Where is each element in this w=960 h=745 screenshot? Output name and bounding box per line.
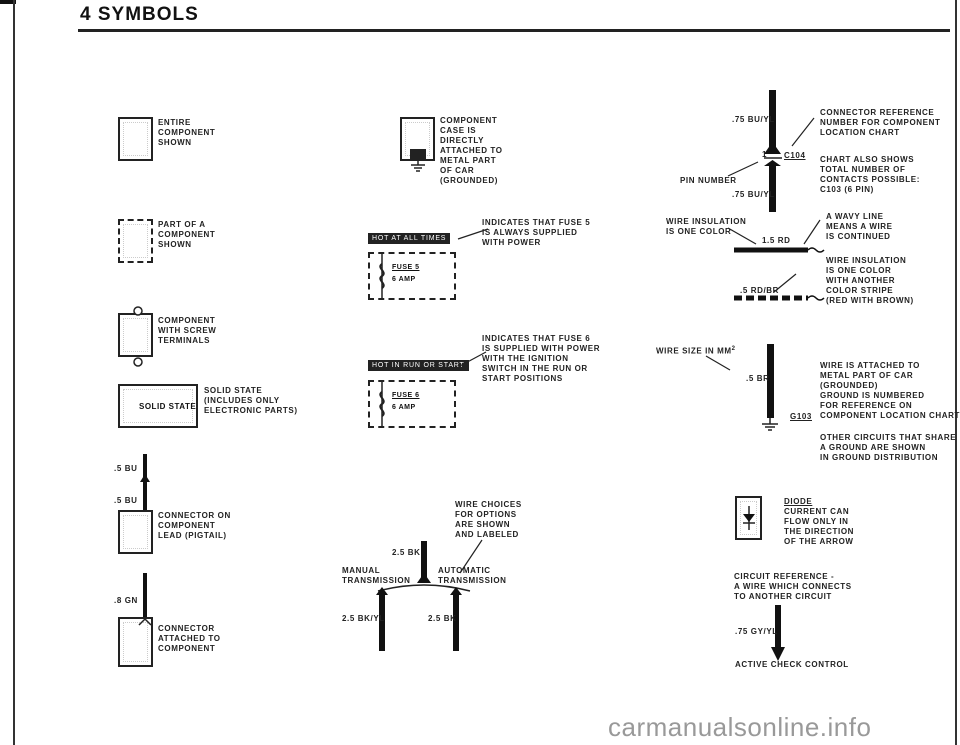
connector-ref-wire-top-label: .75 BU/YL <box>732 115 775 124</box>
fuse5-icon <box>379 252 385 300</box>
entire-component-symbol <box>118 117 153 161</box>
page-title: 4 SYMBOLS <box>80 4 199 25</box>
screw-terminal-icon <box>133 306 143 367</box>
fuse5-label: FUSE 5 <box>392 264 420 271</box>
circuit-ref-wire-label: .75 GY/YL <box>735 627 778 636</box>
connector-chevron-icon <box>138 617 152 626</box>
connector-id-c104: C104 <box>784 151 806 160</box>
pin-number-value: 1 <box>762 150 768 159</box>
pigtail-wire-top-label: .5 BU <box>114 464 138 473</box>
page-right-border <box>955 0 957 745</box>
fuse6-rating: 6 AMP <box>392 404 416 411</box>
wire-insulation-diagram <box>727 219 825 301</box>
pin-number-label: PIN NUMBER <box>680 176 737 185</box>
circuit-ref-desc: CIRCUIT REFERENCE -A WIRE WHICH CONNECTS… <box>734 572 852 601</box>
solid-state-box-label: SOLID STATE <box>139 402 197 411</box>
wire-choices-diagram <box>376 539 483 651</box>
case-ground-icon <box>410 149 426 172</box>
active-check-control-caption: ACTIVE CHECK CONTROL <box>735 660 849 669</box>
part-component-symbol <box>118 219 153 263</box>
attached-connector-wire-label: .8 GN <box>114 596 138 605</box>
pigtail-wire <box>140 454 150 512</box>
ground-diagram <box>705 344 778 431</box>
screw-terminal-component-symbol <box>118 313 153 357</box>
fuse5-box <box>368 252 456 300</box>
hot-at-all-times-bar: HOT AT ALL TIMES <box>368 233 451 244</box>
ground-id-g103: G103 <box>790 412 812 421</box>
fuse5-pointer-arrow <box>457 228 489 240</box>
circuit-ref-wire <box>771 605 785 661</box>
page-left-border <box>13 0 15 745</box>
connector-ref-wire-bottom-label: .75 BU/YL <box>732 190 775 199</box>
fuse6-label: FUSE 6 <box>392 392 420 399</box>
solid-state-symbol: SOLID STATE <box>118 384 198 428</box>
pigtail-wire-bottom-label: .5 BU <box>114 496 138 505</box>
fuse6-pointer-arrow <box>459 351 487 367</box>
wire-striped-label: .5 RD/BR <box>740 286 780 295</box>
attached-connector-wire <box>143 573 147 619</box>
fuse5-rating: 6 AMP <box>392 276 416 283</box>
corner-mark <box>0 0 16 4</box>
attached-connector-component-symbol <box>118 617 153 667</box>
wire-choices-left-label: 2.5 BK/YL <box>342 614 385 623</box>
fuse6-box <box>368 380 456 428</box>
title-rule <box>78 29 950 32</box>
wire-choices-right-label: 2.5 BK <box>428 614 457 623</box>
wire-one-color-label: 1.5 RD <box>762 236 791 245</box>
pigtail-component-symbol <box>118 510 153 554</box>
fuse6-icon <box>379 380 385 428</box>
watermark: carmanualsonline.info <box>608 712 872 742</box>
ground-wire-label: .5 BR <box>746 374 770 383</box>
diode-icon <box>743 506 755 530</box>
connector-reference-diagram <box>727 90 815 212</box>
hot-in-run-or-start-bar: HOT IN RUN OR START <box>368 360 469 371</box>
wire-size-label: WIRE SIZE IN MM2 <box>656 346 736 356</box>
wire-choices-top-label: 2.5 BK <box>392 548 421 557</box>
